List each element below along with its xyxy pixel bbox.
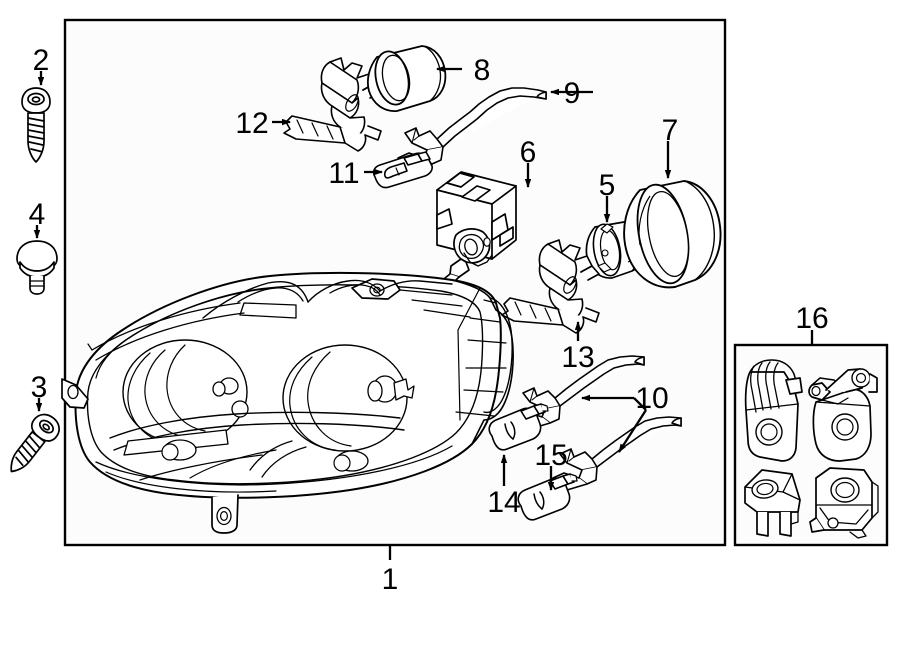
callout-label-7: 7 — [662, 114, 679, 147]
part-leveling-motor — [436, 171, 517, 285]
callout-label-6: 6 — [520, 136, 537, 169]
callout-label-9: 9 — [564, 77, 581, 110]
callout-label-12: 12 — [235, 107, 268, 140]
part-clip-grommet — [16, 240, 58, 295]
part-screw-lower — [10, 413, 60, 473]
callout-label-4: 4 — [29, 198, 46, 231]
callout-label-13: 13 — [561, 341, 594, 374]
leader-lines — [33, 65, 814, 560]
leader-10-b — [618, 409, 647, 453]
inset-bracket-two-prong — [744, 469, 801, 537]
inset-bracket-finned — [744, 359, 803, 462]
inset-bracket-block — [809, 467, 879, 539]
callout-label-2: 2 — [33, 44, 50, 77]
callout-label-16: 16 — [795, 302, 828, 335]
inset-bracket-arm-pivot — [808, 368, 878, 462]
leader-10-join — [633, 397, 647, 411]
callout-label-1: 1 — [382, 563, 399, 596]
part-dust-cap-large — [623, 180, 722, 289]
callout-label-5: 5 — [599, 169, 616, 202]
part-halogen-bulb-upper — [283, 57, 382, 152]
part-socket-wire-lower-a — [515, 355, 645, 430]
callout-label-10: 10 — [635, 382, 668, 415]
callout-label-3: 3 — [31, 371, 48, 404]
callout-label-11: 11 — [328, 157, 359, 190]
callout-label-8: 8 — [474, 54, 491, 87]
part-halogen-bulb-lower — [501, 239, 600, 334]
part-wedge-bulb-small — [372, 151, 433, 189]
callout-label-14: 14 — [487, 486, 520, 519]
part-headlamp-assembly — [61, 271, 514, 534]
part-screw-upper — [21, 87, 51, 163]
part-wedge-bulb-left — [488, 403, 549, 451]
callout-label-15: 15 — [534, 439, 567, 472]
part-dust-cap-small — [366, 45, 447, 112]
callout-labels: 1 2 3 4 5 6 7 8 9 10 11 12 13 14 15 16 — [29, 44, 829, 596]
